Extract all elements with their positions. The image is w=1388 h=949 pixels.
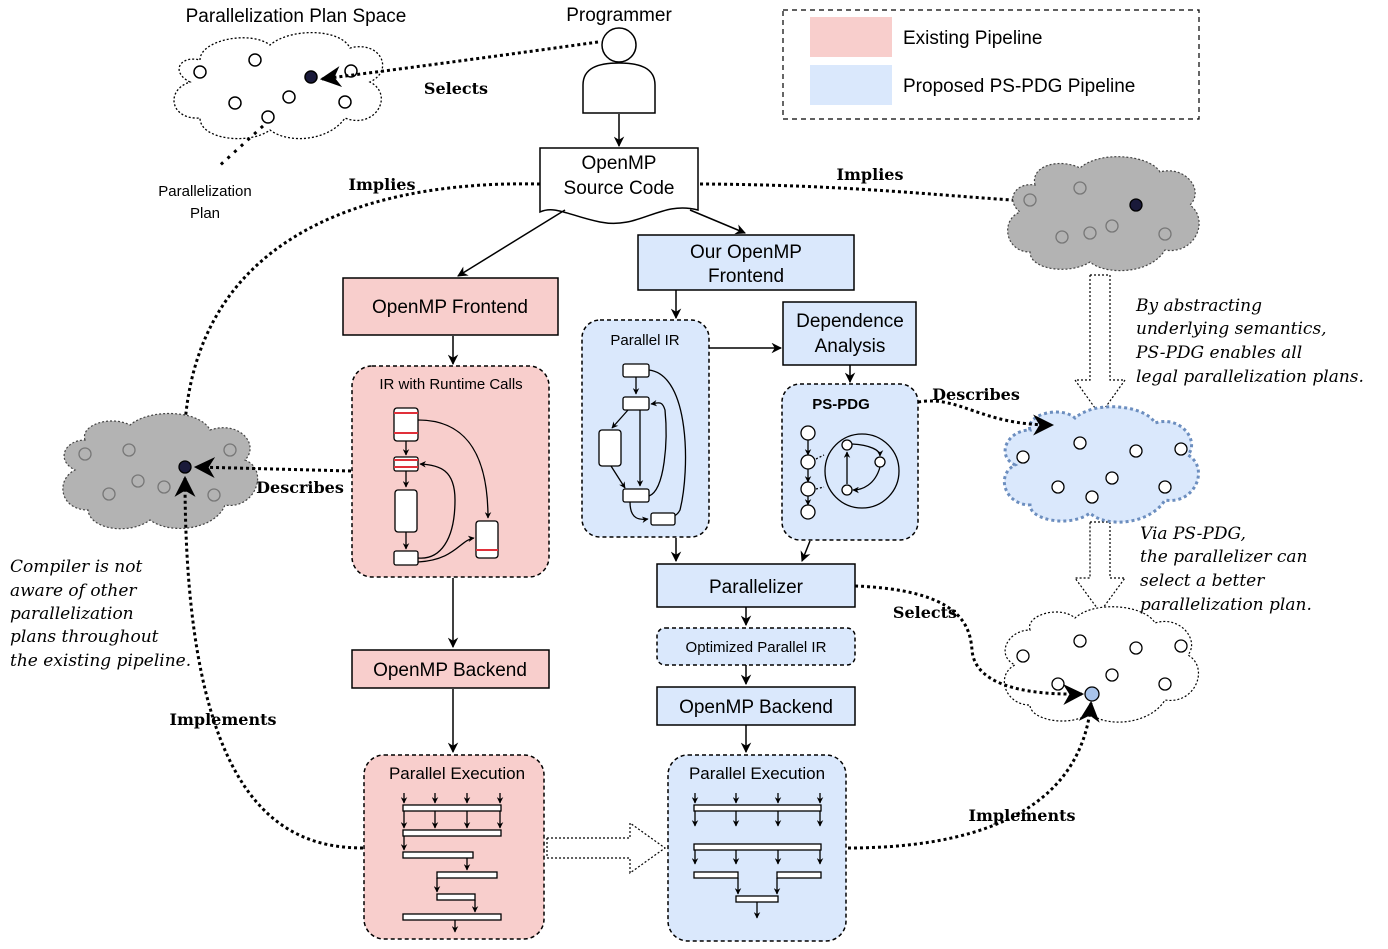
legend-proposed-label: Proposed PS-PDG Pipeline: [903, 76, 1135, 97]
svg-text:Optimized Parallel IR: Optimized Parallel IR: [686, 639, 827, 656]
legend-existing-label: Existing Pipeline: [903, 28, 1042, 49]
svg-text:PS-PDG enables all: PS-PDG enables all: [1135, 343, 1302, 363]
hollow-arrow-exec: [546, 821, 667, 875]
svg-text:Compiler is not: Compiler is not: [10, 557, 142, 577]
source-code-document: OpenMP Source Code: [539, 147, 699, 225]
implied-plan-node-left: [178, 460, 192, 474]
pspdg-title: PS-PDG: [812, 396, 870, 413]
selected-plans-cloud: [1003, 606, 1200, 723]
proposed-backend-box: OpenMP Backend: [656, 686, 856, 726]
legal-plans-cloud: [1002, 405, 1200, 524]
implies-right-label: Implies: [837, 165, 904, 184]
svg-text:Via PS-PDG,: Via PS-PDG,: [1140, 524, 1246, 544]
svg-text:select a better: select a better: [1140, 571, 1265, 591]
svg-text:Dependence: Dependence: [796, 311, 904, 332]
plan-space-cloud: [173, 31, 384, 140]
svg-text:Our OpenMP: Our OpenMP: [690, 242, 802, 263]
svg-text:Parallelizer: Parallelizer: [709, 577, 804, 598]
svg-text:plans throughout: plans throughout: [10, 627, 159, 647]
describes-right-label: Describes: [932, 385, 1020, 404]
implements-right-label: Implements: [969, 806, 1076, 825]
svg-text:Frontend: Frontend: [708, 266, 784, 287]
plan-label-line2: Plan: [190, 205, 220, 222]
right-note-mid: Via PS-PDG, the parallelizer can select …: [1140, 524, 1312, 615]
programmer-label: Programmer: [566, 5, 672, 26]
selects-label-top: Selects: [424, 79, 488, 98]
existing-backend-label: OpenMP Backend: [373, 660, 527, 681]
existing-ir-box: IR with Runtime Calls: [351, 365, 550, 578]
implied-plans-cloud-right: [1007, 156, 1200, 272]
implements-left-arrow: [174, 475, 364, 850]
plan-space-title: Parallelization Plan Space: [186, 6, 407, 27]
describes-left-label: Describes: [256, 478, 344, 497]
existing-backend-box: OpenMP Backend: [351, 649, 550, 689]
source-code-line2: Source Code: [564, 178, 675, 199]
selected-better-plan-node: [1084, 686, 1100, 702]
implies-left-label: Implies: [349, 175, 416, 194]
pspdg-box: PS-PDG: [781, 383, 919, 541]
implements-left-label: Implements: [170, 710, 277, 729]
svg-text:By abstracting: By abstracting: [1135, 296, 1262, 316]
legend: Existing Pipeline Proposed PS-PDG Pipeli…: [782, 9, 1200, 120]
svg-text:the parallelizer can: the parallelizer can: [1140, 547, 1308, 567]
svg-text:Analysis: Analysis: [815, 336, 886, 357]
parallelizer-box: Parallelizer: [656, 563, 856, 608]
proposed-exec-title: Parallel Execution: [689, 764, 825, 783]
existing-exec-box: Parallel Execution: [363, 754, 545, 940]
selects-right-arrow: [854, 584, 1085, 705]
existing-ir-title: IR with Runtime Calls: [379, 376, 522, 393]
implied-plans-cloud-left: [62, 413, 259, 530]
svg-text:aware of other: aware of other: [10, 581, 137, 601]
selected-plan-node: [304, 70, 318, 84]
svg-text:legal parallelization plans.: legal parallelization plans.: [1136, 367, 1364, 387]
plan-pointer-line: [215, 124, 265, 170]
programmer-icon: [582, 27, 656, 114]
selects-right-label: Selects: [893, 603, 957, 622]
optimized-ir-box: Optimized Parallel IR: [656, 627, 856, 666]
describes-right-arrow: [917, 399, 1055, 436]
left-note: Compiler is not aware of other paralleli…: [10, 557, 191, 671]
legend-existing-swatch: [810, 17, 892, 57]
svg-text:underlying semantics,: underlying semantics,: [1136, 319, 1327, 339]
right-note-top: By abstracting underlying semantics, PS-…: [1135, 296, 1364, 387]
proposed-frontend-box: Our OpenMP Frontend: [637, 234, 855, 291]
proposed-ir-box: Parallel IR: [581, 319, 710, 538]
svg-text:parallelization: parallelization: [10, 604, 134, 624]
svg-text:OpenMP Backend: OpenMP Backend: [679, 697, 833, 718]
implied-plan-node-right: [1129, 198, 1143, 212]
svg-text:parallelization plan.: parallelization plan.: [1140, 595, 1312, 615]
implements-right-arrow: [847, 700, 1100, 850]
plan-label-line1: Parallelization: [158, 183, 251, 200]
legend-proposed-swatch: [810, 65, 892, 105]
dependence-analysis-box: Dependence Analysis: [782, 301, 917, 366]
existing-exec-title: Parallel Execution: [389, 764, 525, 783]
describes-left-arrow: [193, 456, 352, 478]
existing-frontend-box: OpenMP Frontend: [342, 277, 559, 336]
selects-arrow-top: [319, 40, 599, 88]
proposed-exec-box: Parallel Execution: [667, 754, 847, 942]
existing-frontend-label: OpenMP Frontend: [372, 297, 528, 318]
implies-right-arrow: [699, 182, 1129, 215]
source-code-line1: OpenMP: [582, 153, 657, 174]
hollow-arrow-right-2: [1073, 521, 1127, 614]
proposed-ir-title: Parallel IR: [610, 332, 679, 349]
svg-text:the existing pipeline.: the existing pipeline.: [10, 651, 191, 671]
hollow-arrow-right-1: [1073, 274, 1127, 417]
